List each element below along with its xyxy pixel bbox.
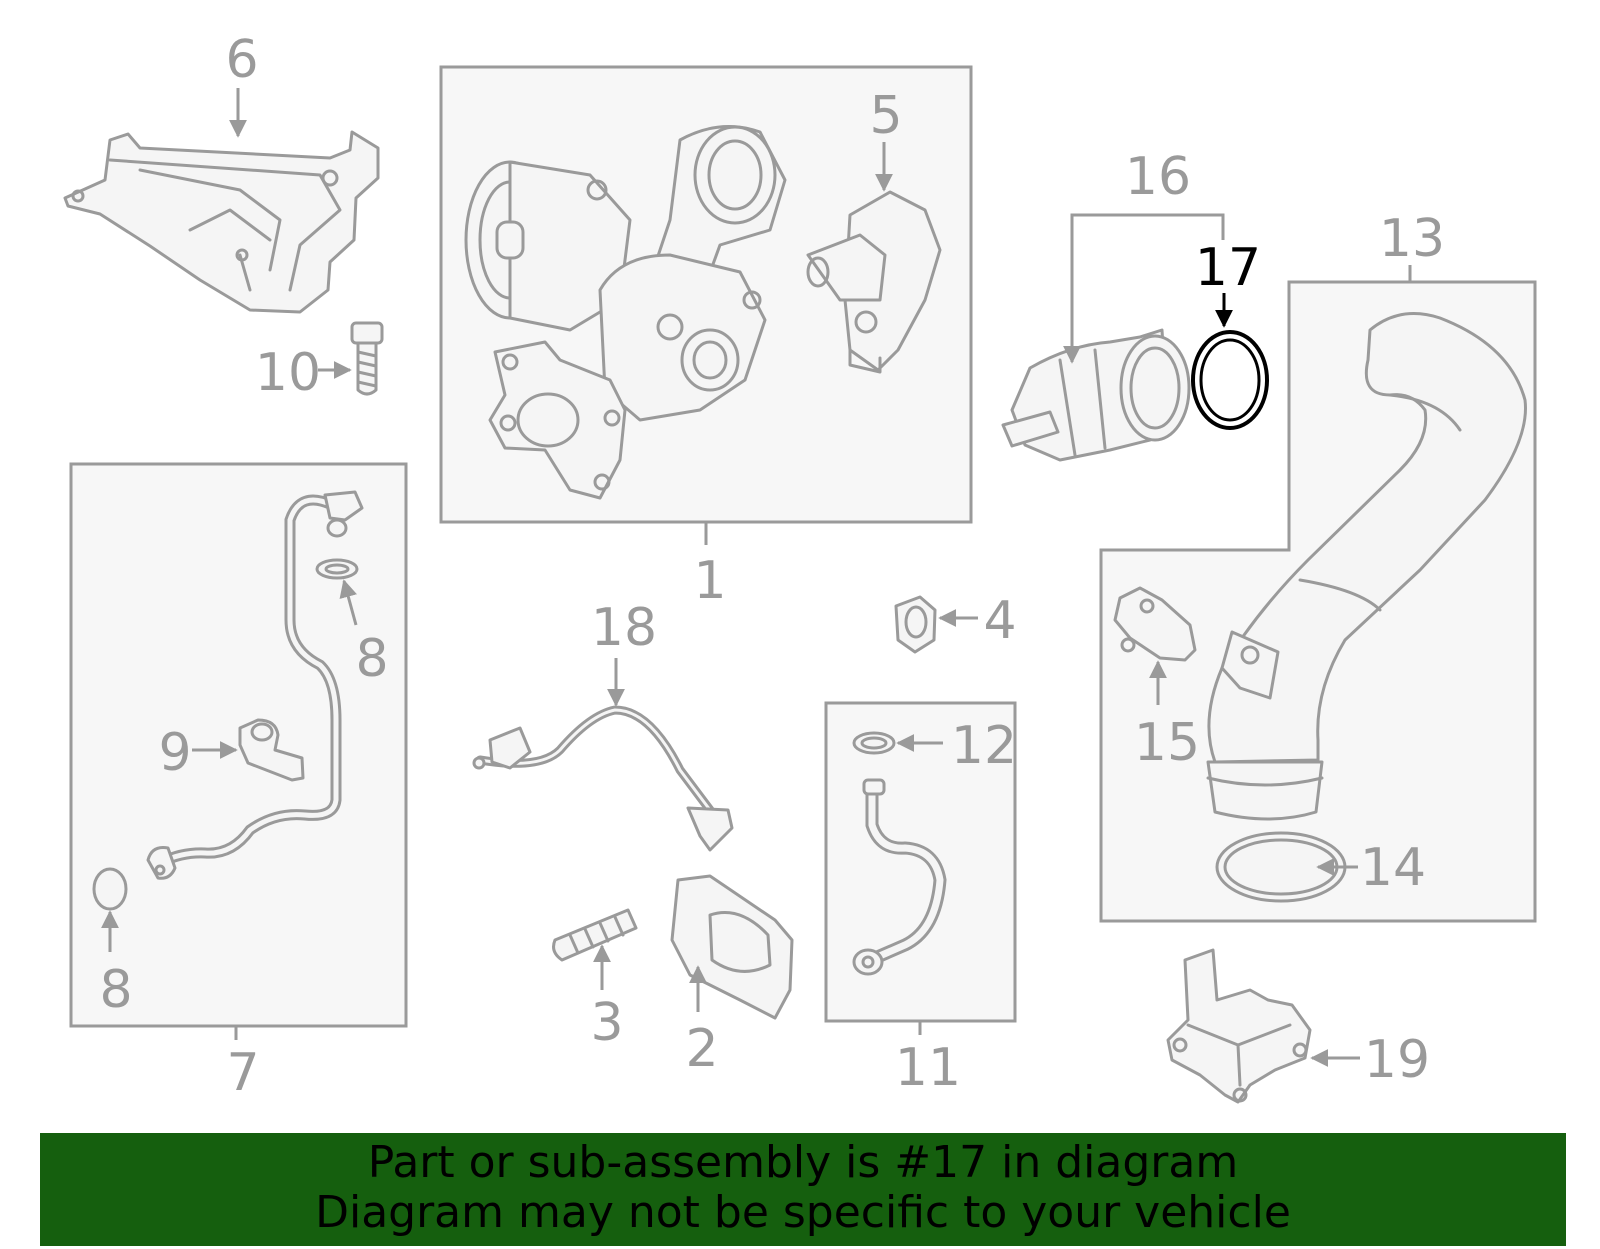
callout-4: 4 <box>983 591 1016 651</box>
washer-part <box>852 731 896 755</box>
nut-part <box>894 595 937 654</box>
info-banner: Part or sub-assembly is #17 in diagram D… <box>40 1133 1566 1246</box>
callout-14: 14 <box>1360 838 1426 898</box>
sensor-part <box>1113 586 1197 662</box>
mount-bracket-part <box>1166 948 1312 1104</box>
callout-7: 7 <box>226 1043 259 1103</box>
callout-5: 5 <box>869 86 902 146</box>
charge-pipe-part <box>1206 312 1527 821</box>
oxygen-sensor-wire-part <box>472 705 734 852</box>
turbocharger-part <box>464 125 787 500</box>
actuator-part <box>806 190 942 374</box>
callout-3: 3 <box>590 993 623 1053</box>
flange-gasket-part <box>670 874 794 1020</box>
bracket-part <box>238 718 305 782</box>
callout-19: 19 <box>1364 1030 1430 1090</box>
callout-12: 12 <box>951 716 1017 776</box>
bolt-part <box>350 321 384 396</box>
callout-2: 2 <box>685 1019 718 1079</box>
callout-18: 18 <box>591 598 657 658</box>
o-ring-part-highlighted <box>1191 330 1269 430</box>
washer-8-lower-part <box>92 867 128 911</box>
oil-feed-line-part <box>146 490 364 880</box>
banner-line-2: Diagram may not be specific to your vehi… <box>315 1187 1291 1238</box>
heat-shield-part <box>63 130 380 314</box>
stud-part <box>552 908 638 962</box>
callout-13: 13 <box>1379 209 1445 269</box>
callout-9: 9 <box>158 723 191 783</box>
callout-1: 1 <box>693 551 726 611</box>
leader-8a <box>339 579 358 626</box>
callout-17-highlighted: 17 <box>1195 238 1261 298</box>
oil-line-part <box>852 778 947 976</box>
banner-line-1: Part or sub-assembly is #17 in diagram <box>367 1137 1239 1188</box>
callout-15: 15 <box>1134 713 1200 773</box>
callout-10: 10 <box>255 343 321 403</box>
callout-8-lower: 8 <box>99 960 132 1020</box>
callout-8-upper: 8 <box>355 629 388 689</box>
callout-11: 11 <box>895 1038 961 1098</box>
callout-16: 16 <box>1125 147 1191 207</box>
inlet-pipe-part <box>1001 328 1191 462</box>
callout-6: 6 <box>225 30 258 90</box>
washer-8-upper-part <box>315 558 359 580</box>
